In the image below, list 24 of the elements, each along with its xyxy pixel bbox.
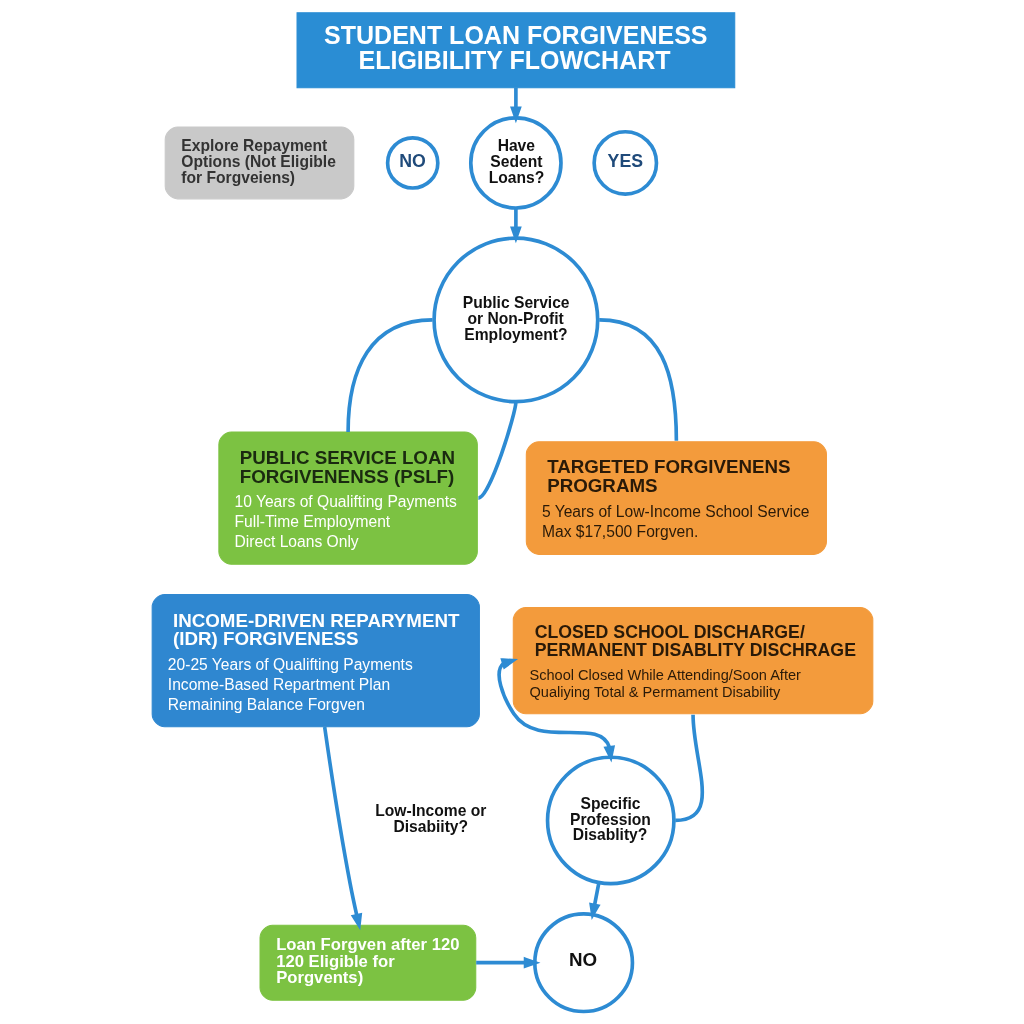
connector bbox=[674, 714, 704, 823]
arrow bbox=[475, 956, 540, 969]
connector bbox=[477, 401, 518, 500]
arrow bbox=[509, 207, 522, 244]
node-box: INCOME-DRIVEN REPARYMENT (IDR) FORGIVENESS 20-25 Years of Qualifting Payments Income-Based Repartment Plan Remaining Balance Forgven bbox=[151, 593, 480, 728]
node-circle: YES bbox=[591, 129, 658, 196]
arrow bbox=[588, 882, 601, 920]
node-box: Loan Forgven after 120 120 Eligible for Porgvents) bbox=[259, 924, 476, 1001]
arrow bbox=[322, 726, 362, 931]
connector bbox=[598, 318, 678, 441]
node-circle: NO bbox=[385, 136, 440, 190]
node-box: CLOSED SCHOOL DISCHARGE/ PERMANENT DISABLITY DISCHRAGE School Closed While Attending/Soon After Qualiying Total & Permament Disability bbox=[512, 607, 873, 715]
node-circle: Specific Profession Disablity? bbox=[545, 755, 676, 886]
arrow bbox=[509, 87, 522, 124]
node-circle: Have Sedent Loans? bbox=[468, 116, 563, 210]
node-box: STUDENT LOAN FORGIVENESS ELIGIBILITY FLOWCHART bbox=[296, 12, 735, 89]
node-circle: NO bbox=[532, 912, 634, 1014]
label: Low-Income or Disabiity? bbox=[374, 802, 486, 835]
node-box: PUBLIC SERVICE LOAN FORGIVENENSS (PSLF) 10 Years of Qualifting Payments Full-Time Employment Direct Loans Only bbox=[217, 431, 478, 565]
node-box: TARGETED FORGIVENENS PROGRAMS 5 Years of Low-Income School Service Max $17,500 Forgven. bbox=[525, 441, 827, 555]
arrow bbox=[496, 658, 615, 763]
node-box: Explore Repayment Options (Not Eligible for Forgveiens) bbox=[164, 126, 354, 200]
connector bbox=[345, 318, 433, 432]
node-circle: Public Service or Non-Profit Employment? bbox=[431, 236, 599, 404]
